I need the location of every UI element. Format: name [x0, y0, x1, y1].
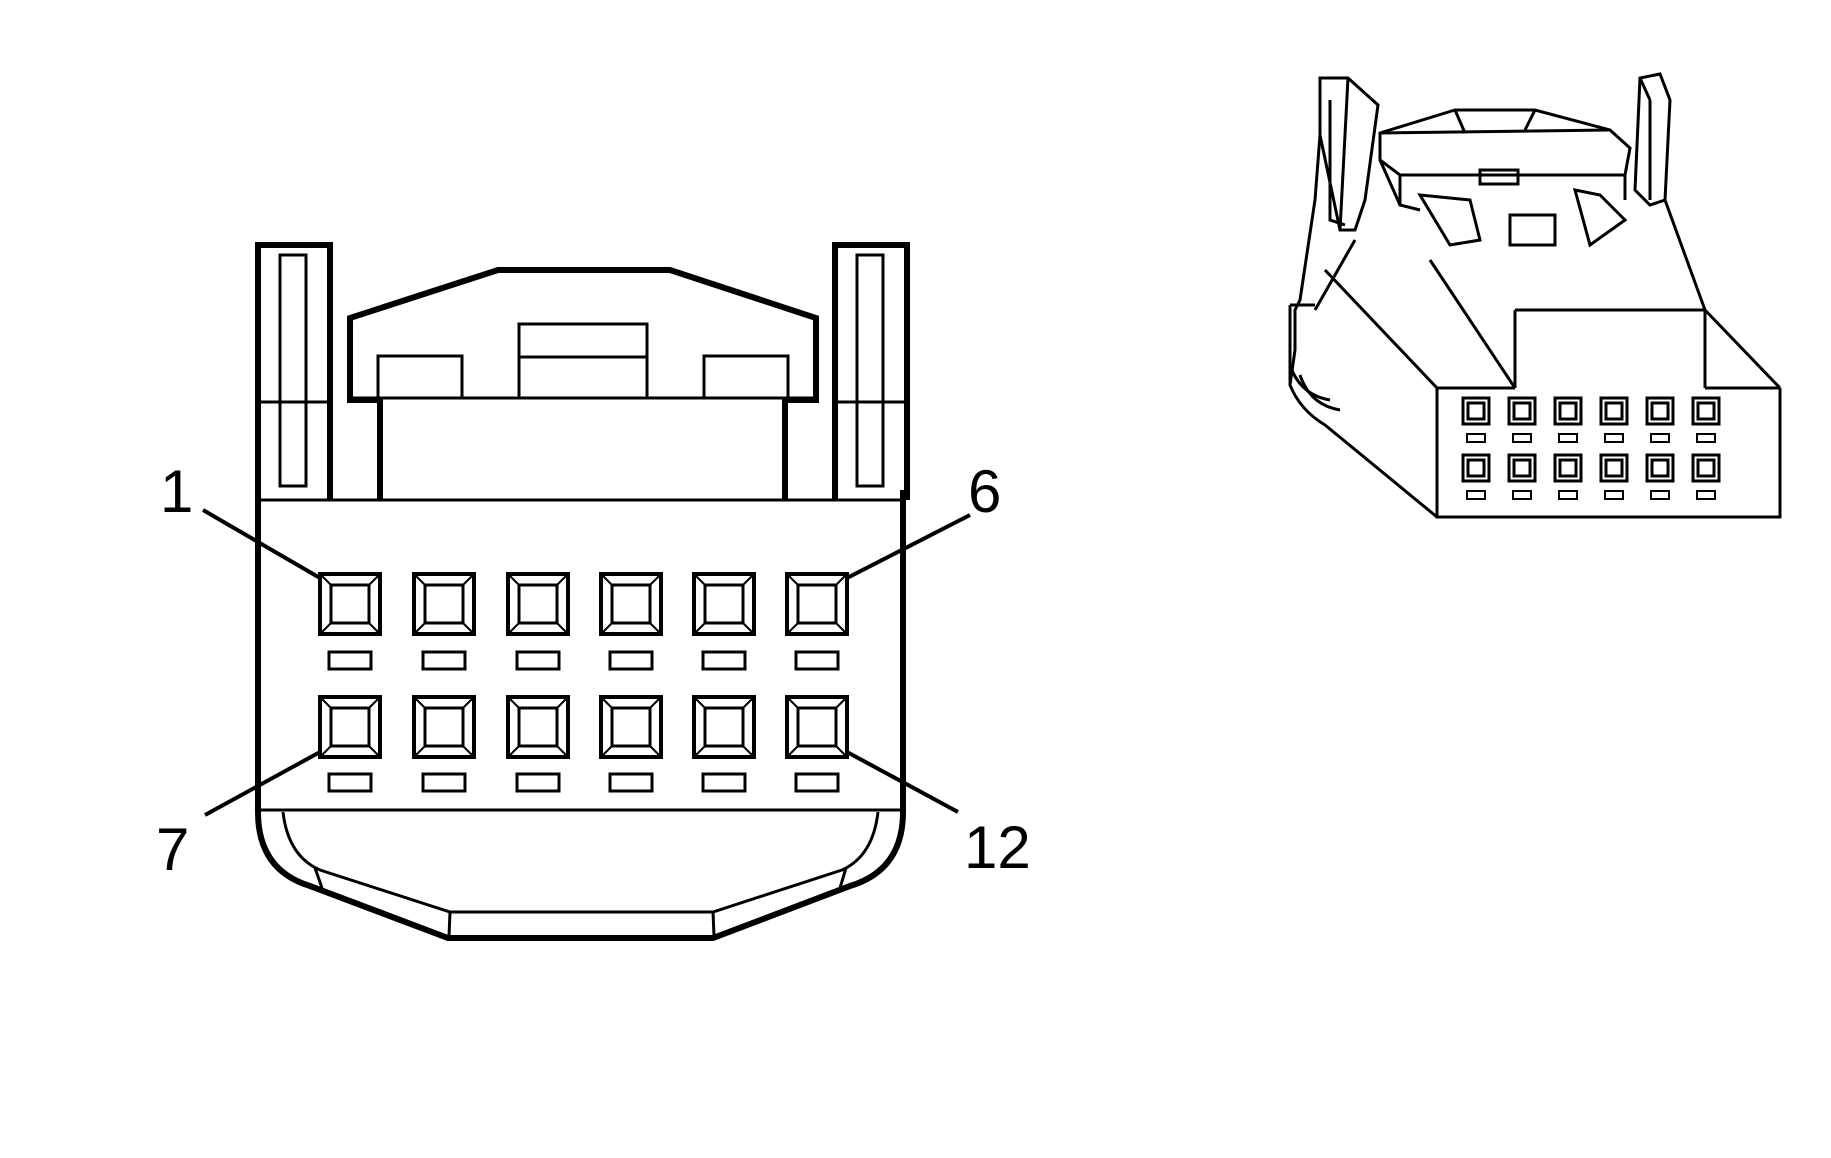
iso-left-latch	[1318, 76, 1380, 232]
lock-slot-row-1	[327, 650, 840, 671]
left-lock-tab	[255, 242, 333, 500]
top-latch	[347, 267, 819, 500]
terminal-cavity	[506, 695, 570, 759]
connector-front-view	[201, 242, 971, 941]
terminal-cavity	[318, 572, 382, 636]
iso-lock-slot-row-2	[1466, 490, 1716, 500]
leader-line-pin-7	[204, 750, 321, 817]
pin-label-1: 1	[160, 458, 193, 525]
pin-leader-lines	[201, 508, 971, 817]
connector-isometric-view	[1288, 72, 1782, 519]
terminal-cavity	[785, 572, 849, 636]
iso-terminal-row-1	[1461, 396, 1721, 426]
terminal-cavity	[785, 695, 849, 759]
pin-label-7: 7	[156, 816, 189, 883]
leader-line-pin-1	[201, 508, 322, 580]
terminal-cavity	[412, 695, 476, 759]
terminal-cavity	[599, 572, 663, 636]
iso-lock-slot-row-1	[1466, 433, 1716, 443]
terminal-row-2	[318, 695, 849, 759]
bottom-lip-inner	[281, 811, 880, 914]
iso-terminal-row-2	[1461, 453, 1721, 483]
leader-line-pin-6	[846, 513, 971, 580]
terminal-cavity	[692, 572, 756, 636]
iso-front-face	[1435, 388, 1782, 519]
terminal-cavity	[318, 695, 382, 759]
left-lock-tab-slot	[278, 253, 308, 488]
iso-right-latch	[1633, 72, 1672, 207]
latch-center-block	[517, 322, 649, 400]
terminal-cavity	[506, 572, 570, 636]
pin-label-12: 12	[964, 814, 1031, 881]
terminal-cavity	[412, 572, 476, 636]
iso-left-side	[1288, 134, 1438, 519]
leader-line-pin-12	[846, 750, 959, 814]
terminal-row-1	[318, 572, 849, 636]
terminal-cavity	[599, 695, 663, 759]
pin-label-6: 6	[968, 458, 1001, 525]
right-lock-tab	[832, 242, 910, 500]
connector-body-outline	[255, 490, 906, 941]
latch-pad-left	[376, 354, 464, 400]
latch-pad-right	[702, 354, 790, 400]
terminal-cavity	[692, 695, 756, 759]
right-lock-tab-slot	[855, 253, 885, 488]
lock-slot-row-2	[327, 772, 840, 793]
iso-top-latch	[1378, 108, 1632, 177]
